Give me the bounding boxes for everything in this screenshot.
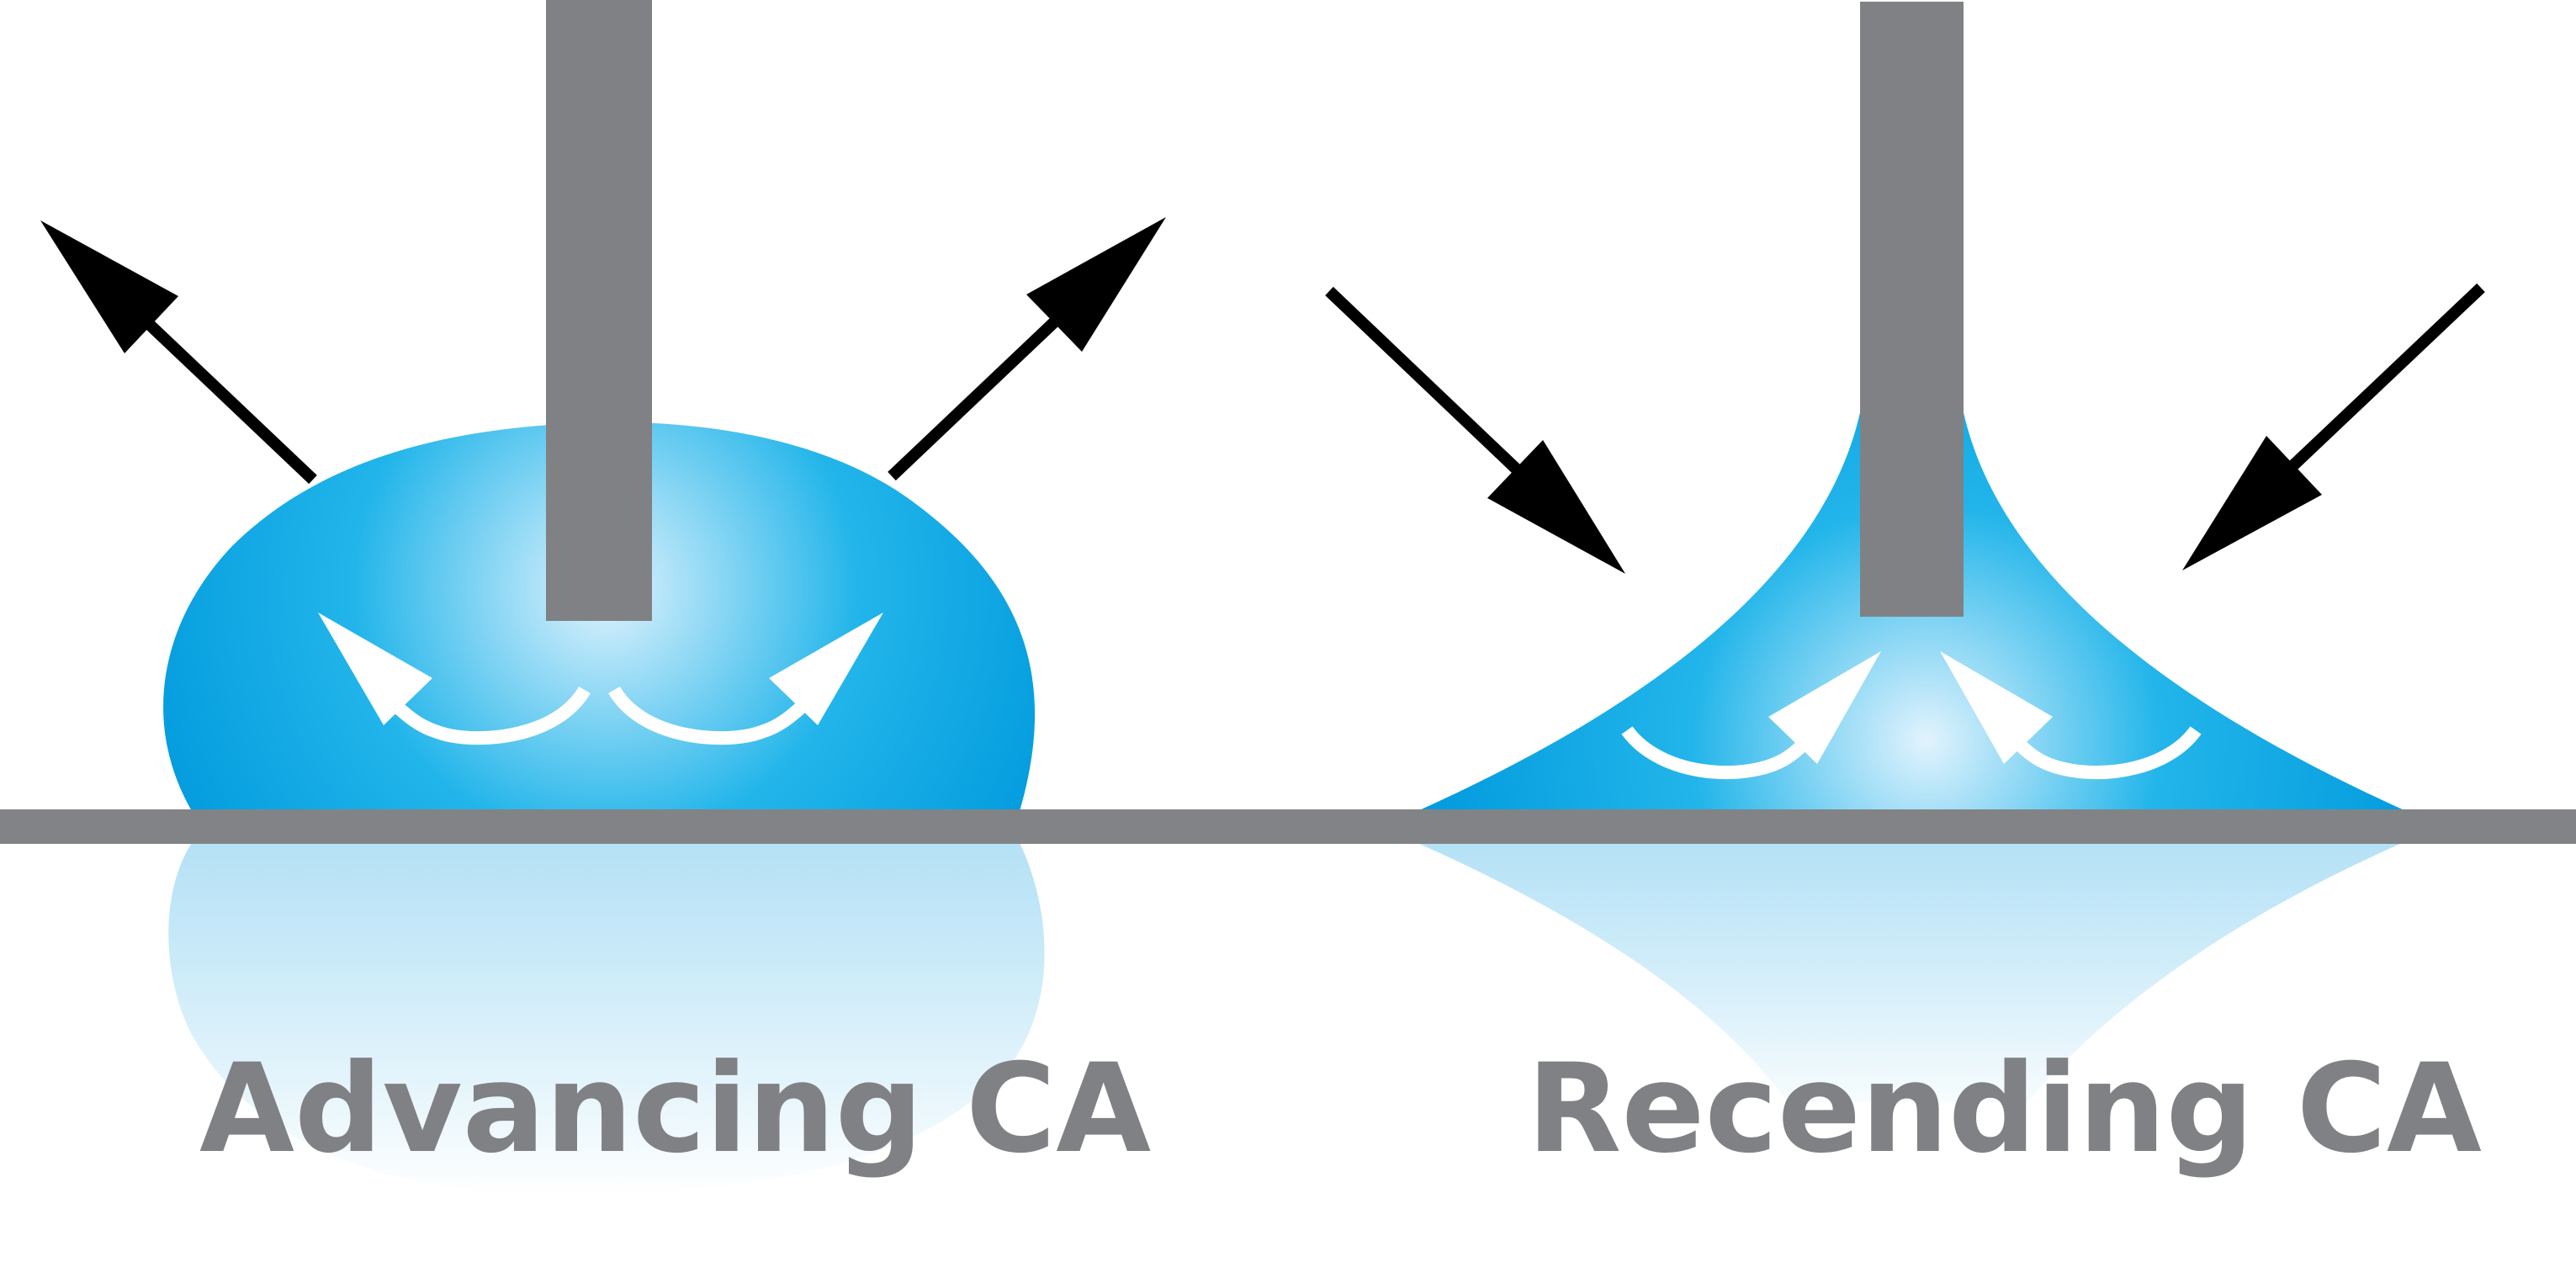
receding-left-dark-arrow (1325, 286, 1625, 574)
advancing-left-flow-arrow (318, 612, 591, 745)
advancing-right-dark-arrow (888, 217, 1166, 481)
advancing-right-flow-arrow (608, 612, 883, 745)
receding-needle (1860, 2, 1964, 617)
receding-label: Recending CA (1527, 1037, 2482, 1180)
receding-drop-reflection (1418, 843, 2402, 1102)
advancing-label: Advancing CA (199, 1037, 1151, 1180)
advancing-panel: Advancing CA (40, 0, 1166, 1196)
receding-panel: Recending CA (1325, 2, 2485, 1180)
advancing-left-dark-arrow (40, 220, 317, 485)
receding-right-flow-arrow (1940, 651, 2202, 780)
receding-right-dark-arrow (2182, 283, 2485, 570)
advancing-needle (546, 0, 652, 621)
advancing-drop-reflection (168, 843, 1045, 1196)
substrate (0, 809, 2576, 844)
receding-left-flow-arrow (1621, 651, 1881, 780)
